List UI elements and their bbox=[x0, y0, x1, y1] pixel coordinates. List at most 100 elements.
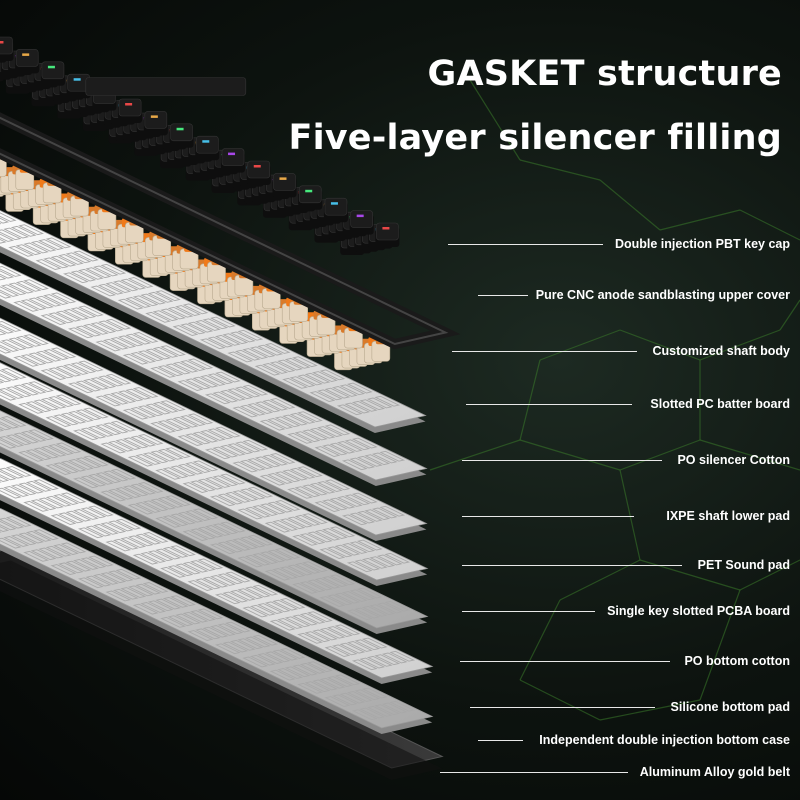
plate-cutout bbox=[100, 522, 127, 534]
plate-cutout bbox=[339, 384, 366, 396]
plate-cutout bbox=[314, 577, 341, 589]
plate-cutout bbox=[254, 401, 281, 413]
plate-cutout bbox=[252, 584, 279, 596]
plate-cutout bbox=[110, 420, 137, 432]
web-line bbox=[699, 329, 781, 361]
plate-cutout bbox=[316, 389, 343, 401]
plate-cutout bbox=[135, 533, 162, 545]
plate-cutout bbox=[341, 459, 368, 471]
plate-cutout bbox=[302, 484, 328, 496]
plate-cutout bbox=[55, 310, 82, 322]
plate-cutout bbox=[227, 443, 254, 455]
plate-cutout bbox=[23, 500, 50, 512]
plate-cutout bbox=[284, 616, 311, 628]
plate-cutout bbox=[165, 418, 191, 430]
plate-cutout bbox=[45, 464, 72, 475]
plate-cutout bbox=[25, 480, 52, 492]
label-po-silencer-cotton: PO silencer Cotton bbox=[677, 453, 790, 467]
plate-cutout bbox=[229, 331, 256, 343]
plate-cutout bbox=[361, 687, 388, 699]
plate-cutout bbox=[292, 664, 318, 676]
plate-cutout bbox=[18, 224, 45, 236]
plate-cutout bbox=[267, 418, 294, 429]
plate-cutout bbox=[167, 565, 194, 577]
plate-cutout bbox=[160, 616, 186, 628]
plate-cutout bbox=[0, 325, 15, 334]
plate-cutout bbox=[102, 422, 129, 434]
plate-cutout bbox=[102, 338, 129, 350]
plate-cutout bbox=[356, 455, 383, 467]
plate-cutout bbox=[117, 335, 144, 347]
label-po-bottom-cotton: PO bottom cotton bbox=[684, 654, 790, 668]
plate-cutout bbox=[165, 495, 191, 507]
plate-cutout bbox=[269, 619, 296, 631]
plate-cutout bbox=[194, 320, 221, 331]
plate-cutout bbox=[259, 419, 286, 431]
plate-cutout bbox=[40, 369, 67, 380]
plate-cutout bbox=[346, 382, 373, 394]
plate-cutout bbox=[324, 424, 351, 436]
plate-cutout bbox=[374, 704, 401, 716]
plate-cutout bbox=[105, 282, 132, 293]
plate-cutout bbox=[307, 579, 333, 591]
plate-cutout bbox=[25, 449, 52, 461]
plate-cutout bbox=[162, 515, 189, 527]
plate-cutout bbox=[43, 257, 69, 269]
plate-cutout bbox=[182, 561, 209, 573]
plate-cutout bbox=[252, 553, 279, 564]
plate-cutout bbox=[371, 507, 398, 519]
label-pet-sound-pad: PET Sound pad bbox=[697, 558, 790, 572]
plate-cutout bbox=[354, 689, 381, 701]
plate-cutout bbox=[48, 312, 74, 324]
keycap bbox=[144, 111, 168, 129]
plate-cutout bbox=[155, 516, 181, 528]
plate-cutout bbox=[105, 540, 132, 552]
plate-cutout bbox=[322, 528, 348, 539]
plate-cutout bbox=[72, 429, 99, 441]
plate-cutout bbox=[304, 631, 331, 643]
plate-cutout bbox=[209, 495, 236, 507]
plate-cutout bbox=[110, 392, 137, 403]
plate-cutout bbox=[339, 692, 366, 704]
plate-cutout bbox=[127, 535, 154, 547]
plate-cutout bbox=[35, 295, 62, 307]
plate-cutout bbox=[77, 577, 104, 589]
plate-cutout bbox=[135, 583, 162, 595]
label-bottom-case: Independent double injection bottom case bbox=[539, 733, 790, 747]
plate-cutout bbox=[227, 351, 254, 363]
web-line bbox=[599, 699, 701, 721]
web-line bbox=[699, 439, 800, 471]
plate-cutout bbox=[277, 668, 304, 679]
plate-cutout bbox=[327, 626, 353, 637]
plate-cutout bbox=[97, 283, 124, 295]
plate-cutout bbox=[209, 543, 236, 555]
leader-line bbox=[478, 740, 523, 741]
plate-cutout bbox=[361, 637, 388, 649]
plate-cutout bbox=[28, 381, 55, 393]
plate-cutout bbox=[279, 648, 306, 659]
plate-cutout bbox=[289, 412, 316, 424]
plate-cutout bbox=[82, 407, 109, 419]
plate-cutout bbox=[23, 279, 50, 291]
plate-cutout bbox=[319, 369, 346, 381]
plate-cutout bbox=[322, 576, 348, 587]
plate-cutout bbox=[172, 416, 199, 428]
keycap-legend bbox=[0, 41, 4, 44]
plate-cutout bbox=[326, 546, 353, 558]
plate-cutout bbox=[127, 455, 154, 467]
plate-cutout bbox=[23, 334, 50, 346]
keycap-legend bbox=[356, 214, 364, 218]
plate-cutout bbox=[351, 659, 378, 671]
plate-cutout bbox=[282, 414, 308, 426]
plate-cutout bbox=[10, 225, 37, 237]
plate-cutout bbox=[237, 508, 264, 520]
plate-cutout bbox=[152, 346, 179, 358]
plate-cutout bbox=[204, 448, 231, 460]
plate-cutout bbox=[0, 537, 22, 549]
plate-cutout bbox=[120, 537, 147, 548]
plate-cutout bbox=[307, 531, 333, 543]
plate-cutout bbox=[90, 377, 117, 389]
plate-cutout bbox=[115, 487, 142, 498]
plate-cutout bbox=[155, 598, 182, 610]
